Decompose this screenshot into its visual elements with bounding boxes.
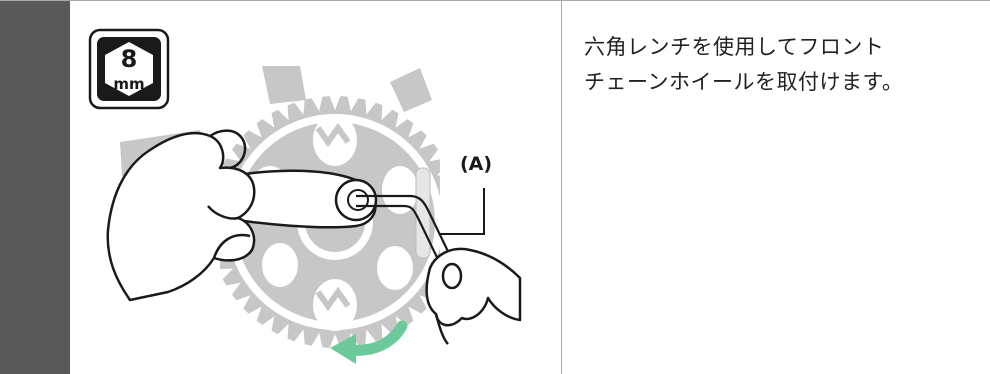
top-rule [0, 0, 990, 1]
badge-unit: mm [113, 75, 144, 93]
crank-arm [220, 169, 378, 229]
right-hand [425, 247, 522, 345]
callout-leader [440, 188, 485, 235]
hex-wrench-size-badge: 8 mm [88, 28, 170, 110]
instruction-line-1: 六角レンチを使用してフロント [584, 35, 885, 59]
column-divider [561, 1, 562, 374]
hex-wrench [356, 194, 457, 277]
left-hand [106, 129, 256, 302]
side-bar [0, 1, 70, 374]
callout-label: (A) [460, 153, 492, 175]
rotation-arrow-icon [330, 320, 408, 364]
chainring-installation-illustration: (A) 8 mm [88, 28, 522, 364]
badge-size: 8 [121, 45, 138, 73]
instruction-text: 六角レンチを使用してフロント チェーンホイールを取付けます。 [584, 30, 984, 100]
instruction-line-2: チェーンホイールを取付けます。 [584, 70, 904, 94]
